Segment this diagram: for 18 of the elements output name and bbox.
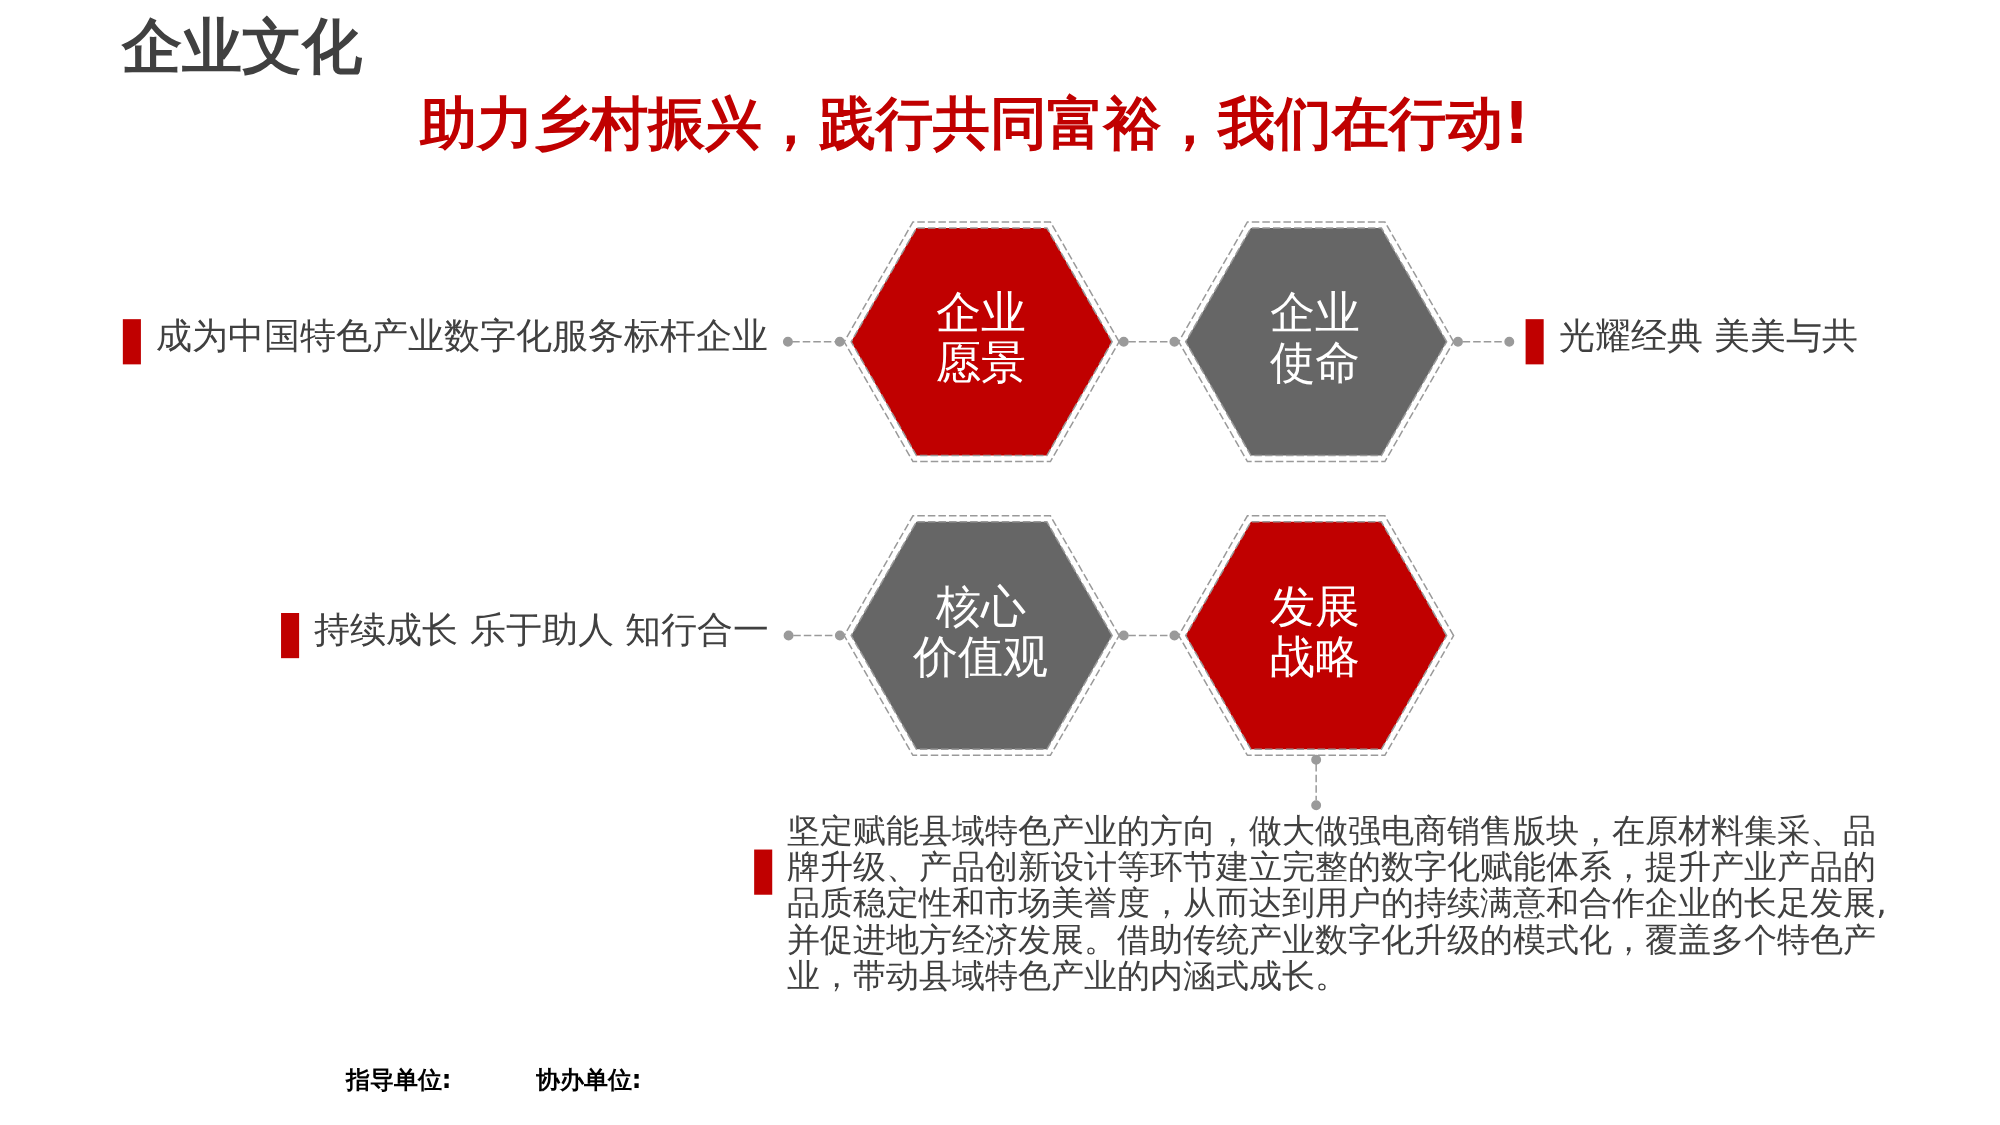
node-box <box>1525 319 1544 365</box>
node-box <box>280 613 299 659</box>
connector <box>1118 336 1179 347</box>
connector <box>1452 336 1514 347</box>
node-box <box>753 849 772 895</box>
node-label: 持续成长 乐于助人 知行合一 <box>313 607 769 651</box>
node-label: 光耀经典 美美与共 <box>1558 314 1858 358</box>
connector <box>1118 630 1179 641</box>
node-label: 坚定赋能县域特色产业的方向，做大做强电商销售版块，在原材料集采、品牌升级、产品创新设计等环节建立完整的数字化赋能体系，提升产业产品的品质稳定性和市场美誉度，从而达到用户的持续满意和合作企业的长足发展,并促进地方经济发展。借助传统产业数字化升级的模式化，覆盖多个特色产业，带动县域特色产业的内涵式成长。 <box>786 811 1887 995</box>
node-box <box>122 319 141 365</box>
connector <box>1310 754 1321 811</box>
connector <box>783 630 845 641</box>
connector <box>782 336 845 347</box>
diagram-title: 企业文化 <box>121 10 362 81</box>
label: 协办单位: <box>535 1066 641 1095</box>
label: 指导单位: <box>345 1066 451 1095</box>
node-label: 成为中国特色产业数字化服务标杆企业 <box>155 314 768 358</box>
label: 助力乡村振兴，践行共同富裕，我们在行动! <box>419 89 1530 157</box>
